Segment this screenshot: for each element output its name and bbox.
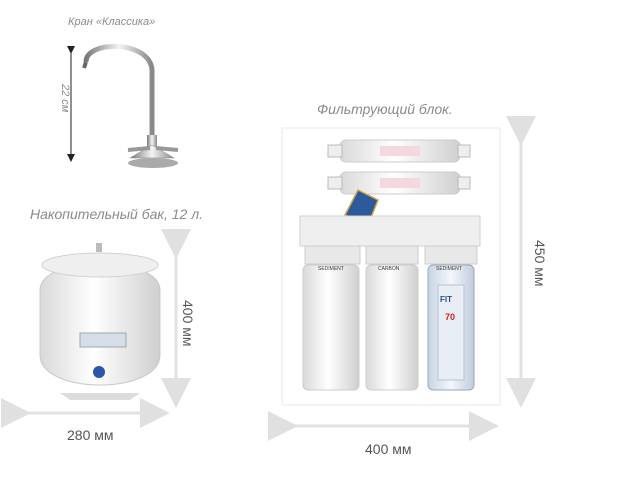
tank-dimension-lines bbox=[1, 229, 191, 428]
clear-housing-number: 70 bbox=[445, 312, 455, 322]
filter-block-title: Фильтрующий блок. bbox=[317, 101, 453, 117]
housing-label-2: CARBON bbox=[378, 266, 400, 272]
tank-image bbox=[39, 243, 161, 400]
tank-title: Накопительный бак, 12 л. bbox=[30, 206, 204, 222]
tank-width-label: 280 мм bbox=[67, 427, 114, 443]
faucet-image bbox=[82, 43, 179, 168]
clear-housing-text: FIT bbox=[440, 295, 452, 304]
faucet-title: Кран «Классика» bbox=[68, 16, 156, 28]
filter-block-width-label: 400 мм bbox=[365, 441, 412, 457]
housing-label-1: SEDIMENT bbox=[318, 266, 344, 272]
housing-label-3: SEDIMENT bbox=[436, 266, 462, 272]
filter-block-image bbox=[299, 139, 481, 391]
filter-block-guides bbox=[268, 116, 536, 441]
